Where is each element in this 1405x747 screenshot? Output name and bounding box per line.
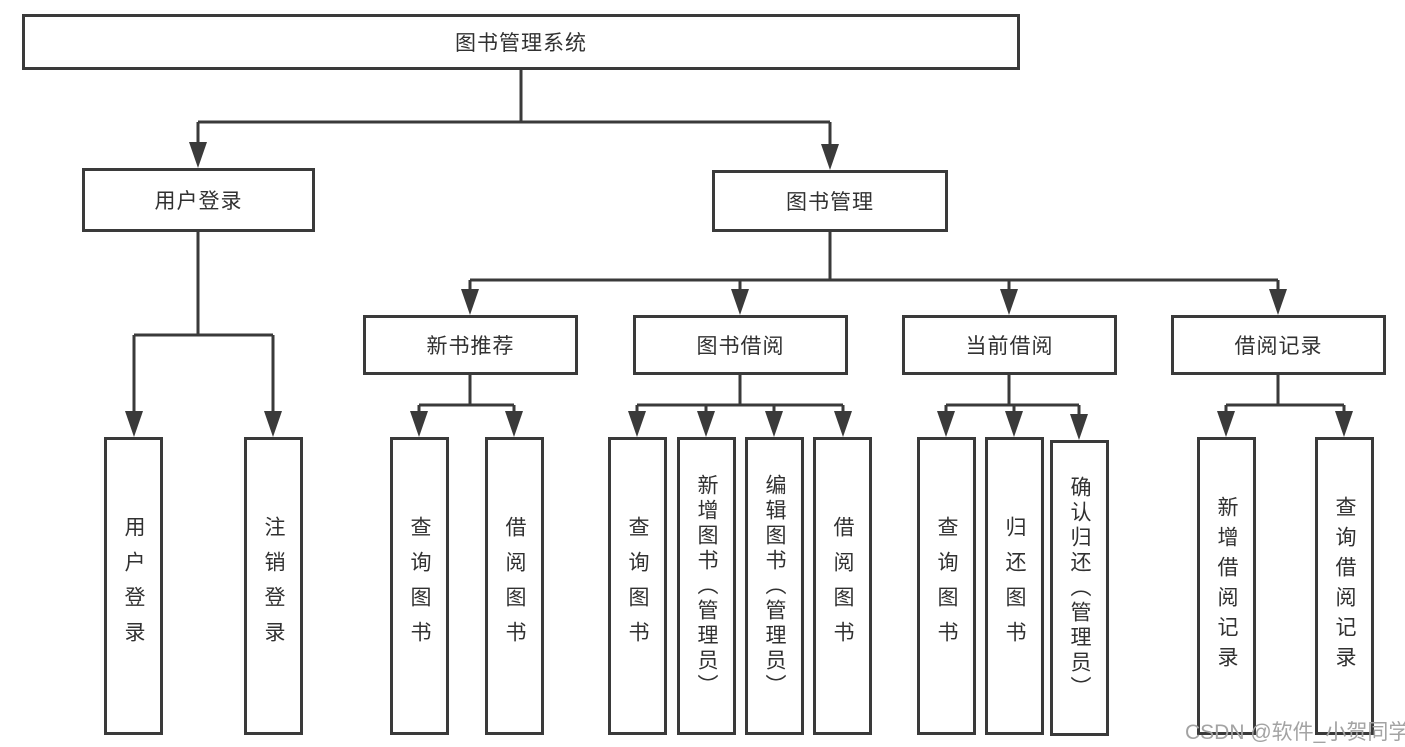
node-current-borrowing: 当前借阅 [902,315,1117,375]
node-library-management-system: 图书管理系统 [22,14,1020,70]
node-user-login: 用户登录 [82,168,315,232]
node-book-borrowing: 图书借阅 [633,315,848,375]
node-label: 图书管理系统 [455,32,587,55]
node-label: 用户登录 [154,190,243,213]
leaf-confirm-return-admin: 确认归还（管理员） [1050,440,1109,736]
leaf-logout: 注销登录 [244,437,303,735]
leaf-label: 新增借阅记录 [1215,496,1238,676]
leaf-return-book: 归还图书 [985,437,1044,735]
leaf-label: 借阅图书 [831,516,854,656]
leaf-add-book-admin: 新增图书（管理员） [677,437,736,735]
node-label: 借阅记录 [1234,335,1323,358]
leaf-label: 注销登录 [262,516,285,656]
leaf-label: 查询图书 [408,516,431,656]
leaf-borrow-book: 借阅图书 [813,437,872,735]
leaf-label: 用户登录 [122,516,145,656]
leaf-label: 编辑图书（管理员） [763,473,786,699]
leaf-add-borrow-record: 新增借阅记录 [1197,437,1256,735]
csdn-watermark: CSDN @软件_小贺同学 [1185,721,1405,744]
leaf-label: 借阅图书 [503,516,526,656]
node-label: 当前借阅 [965,335,1054,358]
leaf-query-borrow-record: 查询借阅记录 [1315,437,1374,735]
leaf-label: 新增图书（管理员） [695,473,718,699]
leaf-label: 查询图书 [935,516,958,656]
node-borrowing-records: 借阅记录 [1171,315,1386,375]
node-book-management: 图书管理 [712,170,948,232]
leaf-label: 查询图书 [626,516,649,656]
leaf-borrow-book-recommend: 借阅图书 [485,437,544,735]
leaf-label: 归还图书 [1003,516,1026,656]
leaf-query-book-borrowing: 查询图书 [608,437,667,735]
leaf-edit-book-admin: 编辑图书（管理员） [745,437,804,735]
leaf-query-book-recommend: 查询图书 [390,437,449,735]
leaf-label: 确认归还（管理员） [1068,475,1091,701]
node-label: 新书推荐 [426,335,515,358]
node-label: 图书借阅 [696,335,785,358]
node-new-book-recommendation: 新书推荐 [363,315,578,375]
leaf-label: 查询借阅记录 [1333,496,1356,676]
node-label: 图书管理 [786,191,874,214]
leaf-query-book-current: 查询图书 [917,437,976,735]
leaf-user-login: 用户登录 [104,437,163,735]
